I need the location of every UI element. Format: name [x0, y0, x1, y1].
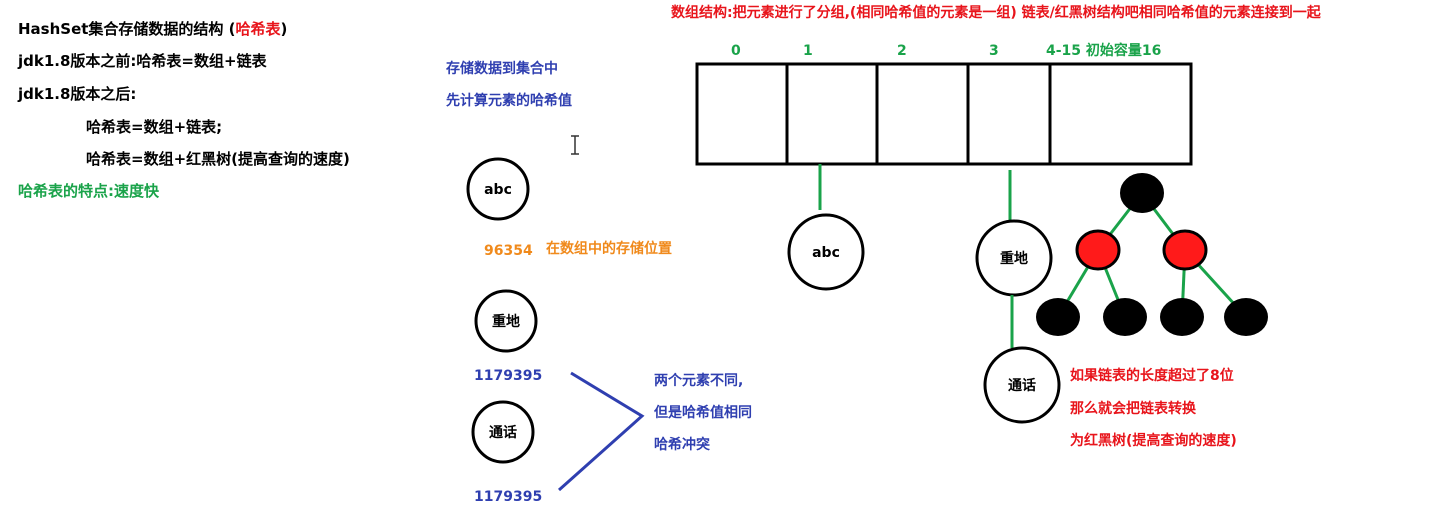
conflict-note-1: 两个元素不同,	[654, 373, 744, 389]
hash-note: 先计算元素的哈希值	[446, 93, 572, 109]
array-index-1: 1	[803, 43, 813, 59]
bucket3-tonghua-label: 通话	[1008, 377, 1036, 394]
tree-note-3: 为红黑树(提高查询的速度)	[1070, 433, 1237, 449]
note-feature-fast: 哈希表的特点:速度快	[18, 182, 159, 200]
tree-leaf-3	[1160, 298, 1204, 336]
tree-leaf-4	[1224, 298, 1268, 336]
tree-node-left-red	[1075, 229, 1121, 271]
bucket1-abc-circle	[787, 213, 865, 291]
heading-part-c: )	[280, 20, 288, 38]
tree-leaf-1	[1036, 298, 1080, 336]
note-after-jdk18: jdk1.8版本之后:	[18, 85, 137, 103]
store-note: 存储数据到集合中	[446, 61, 558, 77]
red-black-tree	[1036, 173, 1268, 336]
element-tonghua-label: 通话	[489, 424, 517, 441]
tree-node-root	[1120, 173, 1164, 213]
element-abc-label: abc	[484, 182, 512, 198]
tonghua-hash-value: 1179395	[474, 489, 543, 505]
element-abc-circle	[466, 157, 530, 221]
element-zhongdi-circle	[474, 289, 538, 353]
bucket3-tonghua-circle	[983, 346, 1061, 424]
note-array-list: 哈希表=数组+链表;	[86, 118, 223, 136]
position-note: 在数组中的存储位置	[546, 241, 672, 257]
array-index-4-15: 4-15 初始容量16	[1046, 43, 1162, 59]
bucket3-zhongdi-circle	[975, 219, 1053, 297]
element-zhongdi-label: 重地	[492, 313, 520, 330]
tree-node-right-red	[1162, 229, 1208, 271]
zhongdi-hash-value: 1179395	[474, 368, 543, 384]
heading-part-b: 哈希表	[235, 20, 281, 38]
tree-note-2: 那么就会把链表转换	[1070, 401, 1196, 417]
heading-part-a: HashSet集合存储数据的结构 (	[18, 20, 236, 38]
conflict-note-2: 但是哈希值相同	[654, 405, 752, 421]
abc-hash-value: 96354	[484, 243, 533, 259]
bucket3-zhongdi-label: 重地	[1000, 250, 1028, 267]
note-array-rbtree: 哈希表=数组+红黑树(提高查询的速度)	[86, 150, 350, 168]
array-index-2: 2	[897, 43, 907, 59]
conflict-note-3: 哈希冲突	[654, 437, 710, 453]
array-index-0: 0	[731, 43, 741, 59]
heading-hashset-structure: HashSet集合存储数据的结构 (哈希表)	[18, 22, 287, 37]
tree-leaf-2	[1103, 298, 1147, 336]
note-before-jdk18: jdk1.8版本之前:哈希表=数组+链表	[18, 52, 267, 70]
element-tonghua-circle	[471, 400, 535, 464]
conflict-bracket	[558, 371, 645, 492]
hash-array	[695, 62, 1193, 166]
bucket1-abc-label: abc	[812, 245, 840, 261]
top-title: 数组结构:把元素进行了分组,(相同哈希值的元素是一组) 链表/红黑树结构吧相同哈…	[671, 5, 1321, 21]
array-index-3: 3	[989, 43, 999, 59]
tree-note-1: 如果链表的长度超过了8位	[1070, 368, 1234, 384]
text-cursor-icon	[571, 135, 579, 155]
